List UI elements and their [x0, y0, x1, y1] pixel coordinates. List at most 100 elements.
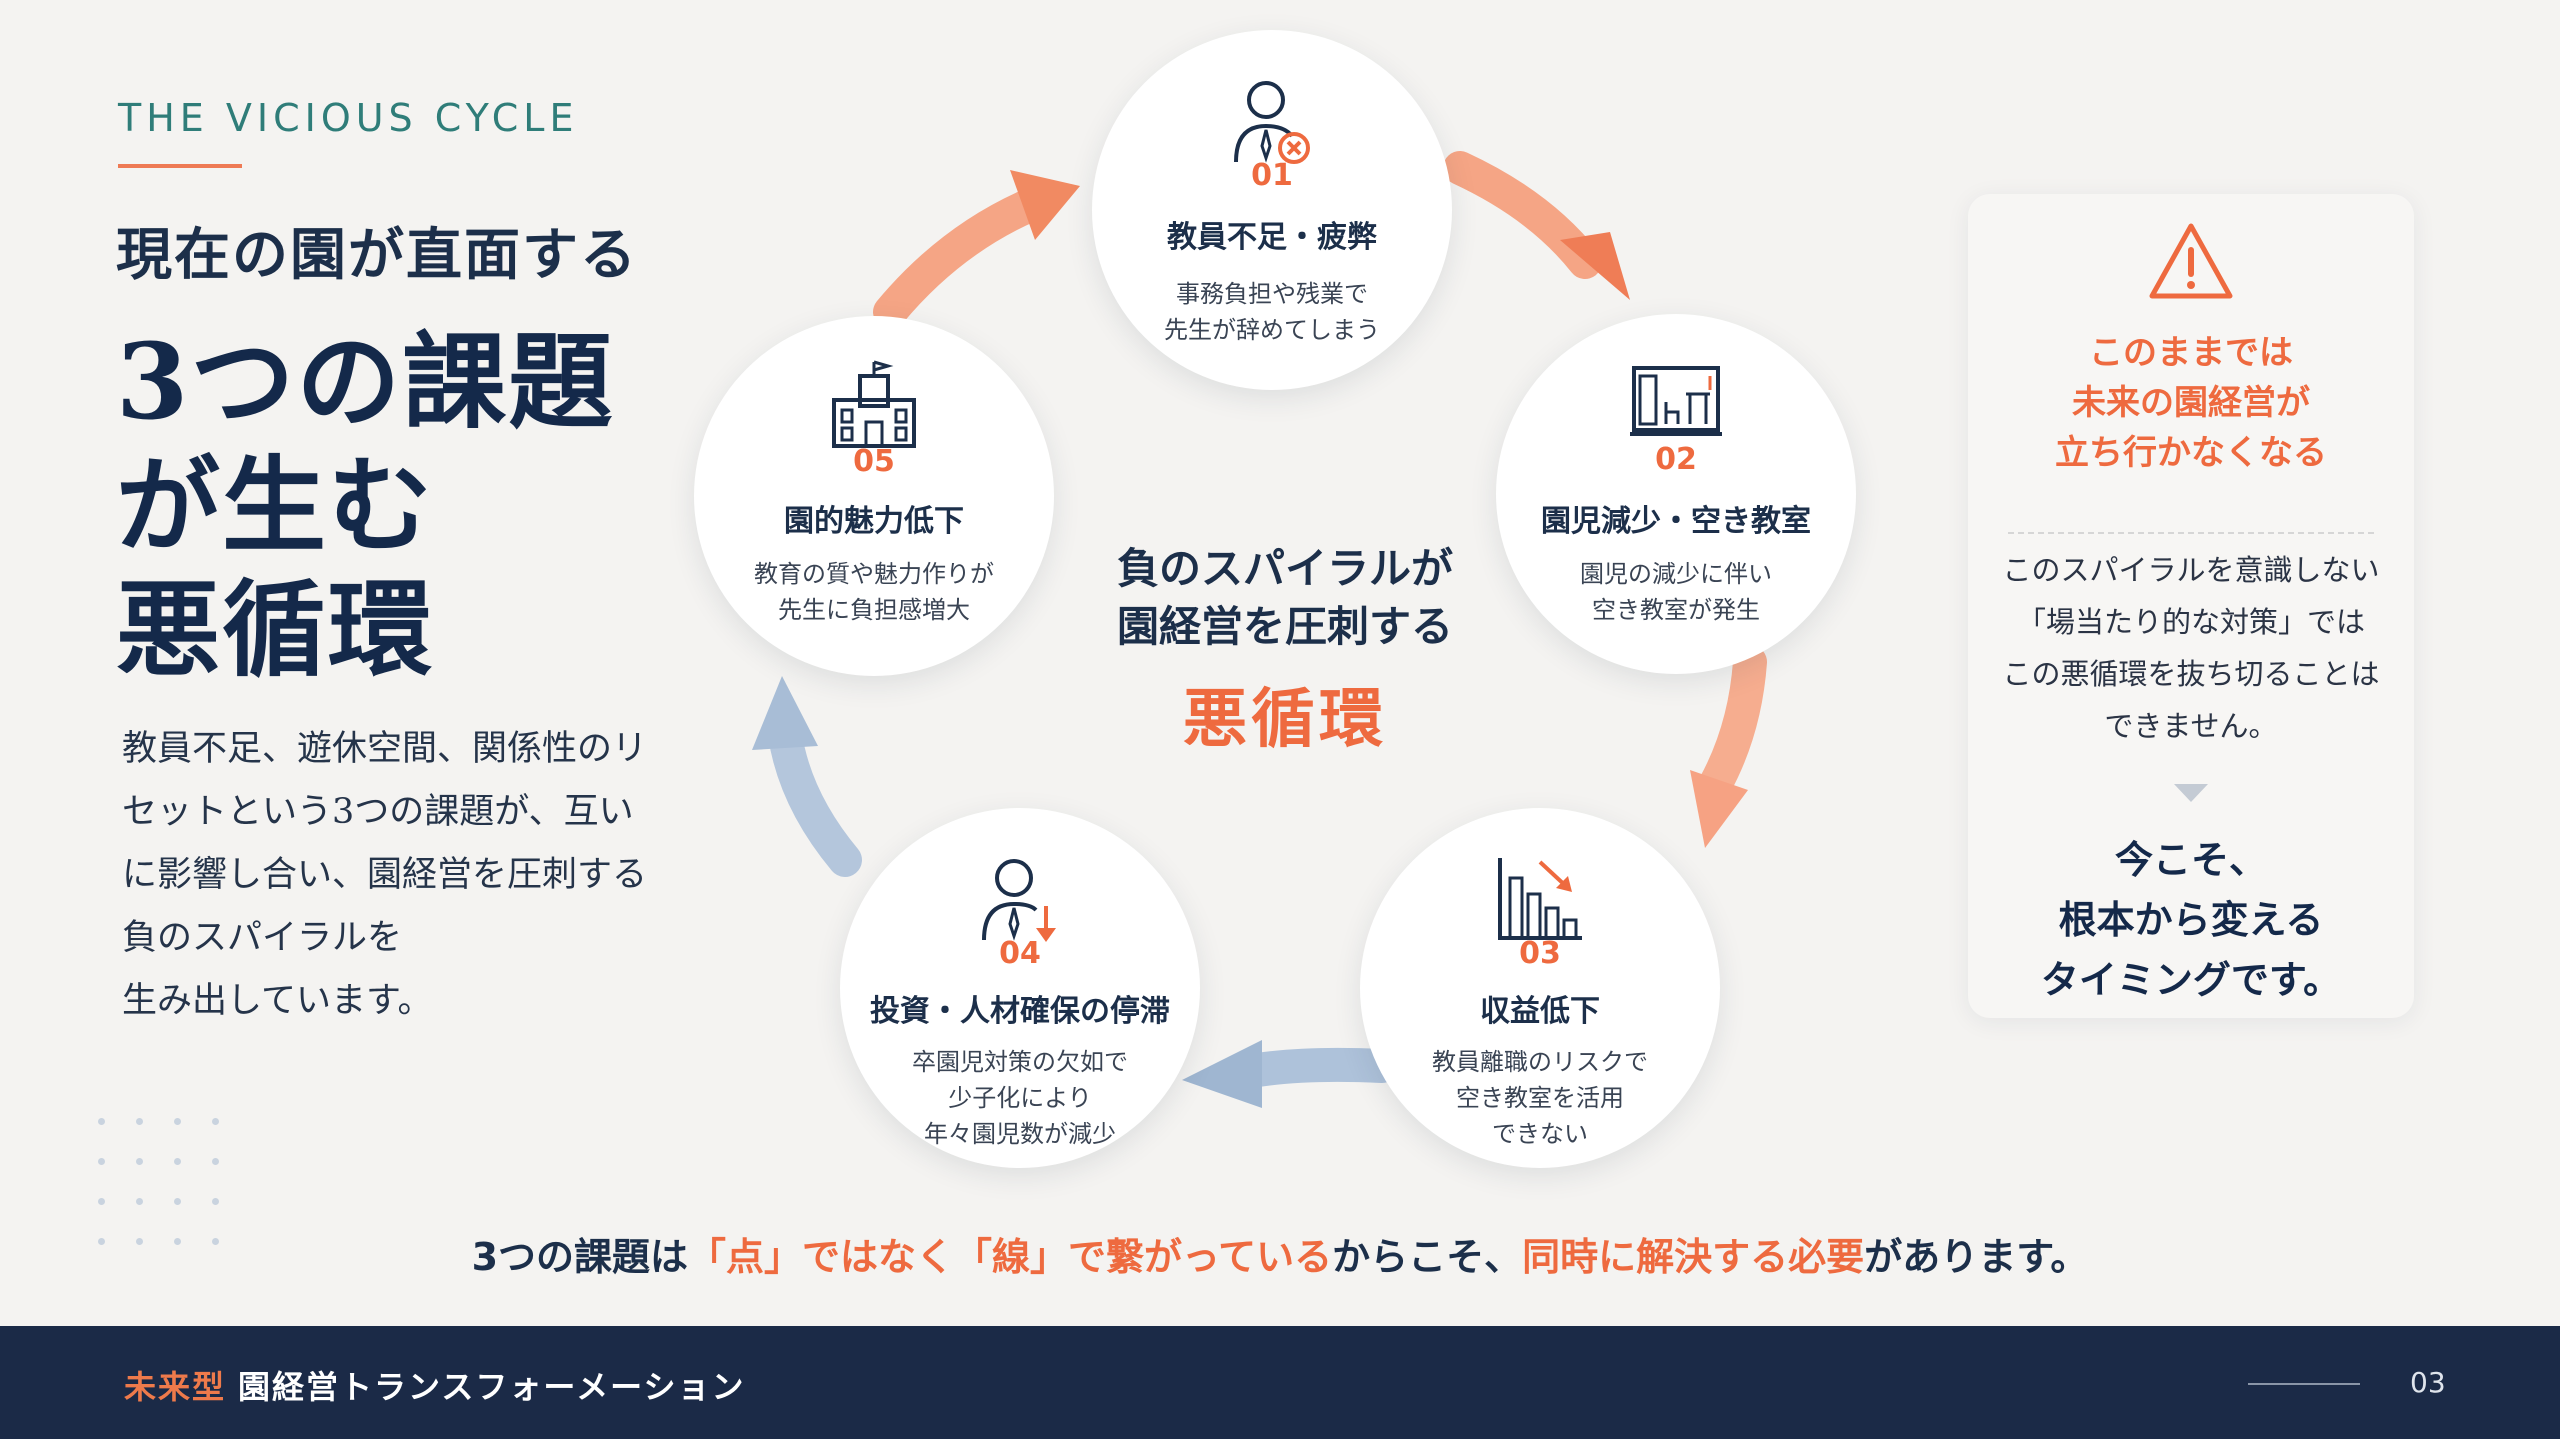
node-description-line: 少子化により — [948, 1084, 1092, 1112]
center-accent: 悪循環 — [1183, 682, 1387, 757]
node-number: 04 — [999, 936, 1041, 971]
card-warning-text: このままでは 未来の園経営が 立ち行かなくなる — [1968, 328, 2414, 478]
center-line-2: 園経営を圧刺する — [1116, 602, 1453, 651]
node-description: 教員離職のリスクで 空き教室を活用 できない — [1360, 1044, 1720, 1152]
page-title-line-3: 悪循環 — [116, 568, 435, 691]
eyebrow-label: THE VICIOUS CYCLE — [118, 96, 579, 140]
decorative-dot — [212, 1118, 219, 1125]
card-warning-line: 未来の園経営が — [2072, 383, 2310, 423]
decorative-dot — [136, 1198, 143, 1205]
person-x-icon — [1234, 81, 1310, 164]
card-body-line: 「場当たり的な対策」では — [2016, 605, 2365, 639]
arrow-03-to-04 — [1182, 1040, 1399, 1108]
node-description-line: 空き教室が発生 — [1592, 596, 1760, 624]
page-title: 3つの課題 が生む 悪循環 — [116, 320, 614, 692]
center-line-1: 負のスパイラルが — [1116, 544, 1453, 593]
footer-brand: 未来型園経営トランスフォーメーション — [124, 1362, 745, 1408]
node-description-line: できない — [1492, 1120, 1588, 1148]
decorative-dot — [174, 1118, 181, 1125]
page-title-line-2: が生む — [116, 444, 435, 567]
decorative-dot — [98, 1238, 105, 1245]
node-title: 教員不足・疲弊 — [1167, 220, 1377, 255]
decorative-dot — [136, 1238, 143, 1245]
node-title: 園児減少・空き教室 — [1541, 504, 1811, 539]
card-cta-line: 今こそ、 — [2114, 838, 2267, 882]
arrow-04-to-05 — [752, 676, 862, 877]
node-description-line: 年々園児数が減少 — [924, 1120, 1116, 1148]
cycle-node-03: 03 収益低下 教員離職のリスクで 空き教室を活用 できない — [1360, 808, 1720, 1168]
arrow-02-to-03 — [1690, 645, 1767, 848]
node-description-line: 事務負担や残業で — [1176, 280, 1368, 308]
footer-brand-accent: 未来型 — [124, 1368, 227, 1406]
decorative-dot — [136, 1158, 143, 1165]
node-title: 投資・人材確保の停滞 — [870, 994, 1170, 1029]
arrow-05-to-01 — [873, 170, 1080, 329]
node-number: 02 — [1655, 442, 1697, 477]
cycle-node-01: 01 教員不足・疲弊 事務負担や残業で 先生が辞めてしまう — [1092, 30, 1452, 390]
node-description: 卒園児対策の欠如で 少子化により 年々園児数が減少 — [840, 1044, 1200, 1152]
cycle-node-02: 02 園児減少・空き教室 園児の減少に伴い 空き教室が発生 — [1496, 314, 1856, 674]
declining-chart-icon — [1498, 858, 1582, 940]
decorative-dot — [212, 1198, 219, 1205]
node-title: 園的魅力低下 — [784, 504, 964, 539]
body-line: 教員不足、遊休空間、関係性のリ — [122, 729, 648, 769]
node-description-line: 園児の減少に伴い — [1580, 560, 1772, 588]
down-triangle-icon — [2174, 784, 2208, 802]
subheading: 現在の園が直面する — [116, 222, 638, 288]
footer-bar: 未来型園経営トランスフォーメーション 03 — [0, 1326, 2560, 1439]
decorative-dot — [98, 1198, 105, 1205]
cycle-center-label: 負のスパイラルが 園経営を圧刺する 悪循環 — [1065, 540, 1505, 760]
decorative-dot — [136, 1118, 143, 1125]
node-number: 05 — [853, 444, 895, 479]
card-warning-line: 立ち行かなくなる — [2055, 433, 2327, 473]
node-description-line: 教育の質や魅力作りが — [754, 560, 994, 588]
card-body-line: このスパイラルを意識しない — [2002, 553, 2380, 587]
page-number: 03 — [2410, 1366, 2446, 1399]
summary-highlight: 「点」ではなく「線」で繋がっている — [688, 1235, 1333, 1279]
eyebrow-rule — [118, 164, 242, 168]
summary-part: があります。 — [1864, 1235, 2089, 1279]
footer-brand-text: 園経営トランスフォーメーション — [238, 1368, 746, 1406]
footer-divider — [2248, 1383, 2360, 1385]
node-title: 収益低下 — [1480, 994, 1600, 1029]
card-cta-line: 根本から変える — [2058, 898, 2324, 942]
card-call-to-action: 今こそ、 根本から変える タイミングです。 — [1968, 830, 2414, 1010]
node-description-line: 卒園児対策の欠如で — [912, 1048, 1128, 1076]
node-description-line: 先生に負担感増大 — [778, 596, 970, 624]
node-number: 03 — [1519, 936, 1561, 971]
arrow-01-to-02 — [1443, 151, 1630, 300]
node-description: 教育の質や魅力作りが 先生に負担感増大 — [694, 556, 1054, 628]
warning-card: このままでは 未来の園経営が 立ち行かなくなる このスパイラルを意識しない 「場… — [1968, 194, 2414, 1018]
empty-classroom-icon — [1630, 366, 1722, 436]
decorative-dot — [174, 1198, 181, 1205]
decorative-dot — [212, 1158, 219, 1165]
card-body-line: この悪循環を抜ち切ることは — [2002, 657, 2380, 691]
person-down-icon — [982, 859, 1056, 942]
cycle-node-04: 04 投資・人材確保の停滞 卒園児対策の欠如で 少子化により 年々園児数が減少 — [840, 808, 1200, 1168]
summary-message: 3つの課題は「点」ではなく「線」で繋がっているからこそ、同時に解決する必要があり… — [0, 1226, 2560, 1281]
node-number: 01 — [1251, 158, 1293, 193]
card-body-text: このスパイラルを意識しない 「場当たり的な対策」では この悪循環を抜ち切ることは… — [1968, 544, 2414, 752]
card-warning-line: このままでは — [2089, 333, 2293, 373]
summary-part: 3つの課題は — [471, 1235, 689, 1279]
body-line: 生み出しています。 — [122, 981, 433, 1021]
school-building-icon — [832, 360, 916, 448]
summary-highlight: 同時に解決する必要 — [1522, 1235, 1865, 1279]
decorative-dot — [98, 1118, 105, 1125]
card-divider — [2008, 532, 2374, 534]
decorative-dot — [98, 1158, 105, 1165]
cycle-node-05: 05 園的魅力低下 教育の質や魅力作りが 先生に負担感増大 — [694, 316, 1054, 676]
body-line: 負のスパイラルを — [122, 918, 403, 958]
warning-icon — [2149, 223, 2233, 299]
decorative-dot — [174, 1238, 181, 1245]
card-body-line: できません。 — [2104, 709, 2278, 743]
body-paragraph: 教員不足、遊休空間、関係性のリ セットという3つの課題が、互い に影響し合い、園… — [122, 718, 647, 1033]
node-description-line: 先生が辞めてしまう — [1164, 316, 1380, 344]
node-description: 園児の減少に伴い 空き教室が発生 — [1496, 556, 1856, 628]
body-line: に影響し合い、園経営を圧刺する — [122, 855, 648, 895]
page-title-line-1: 3つの課題 — [116, 320, 615, 443]
card-cta-line: タイミングです。 — [2040, 958, 2342, 1002]
decorative-dot — [212, 1238, 219, 1245]
node-description-line: 空き教室を活用 — [1456, 1084, 1624, 1112]
